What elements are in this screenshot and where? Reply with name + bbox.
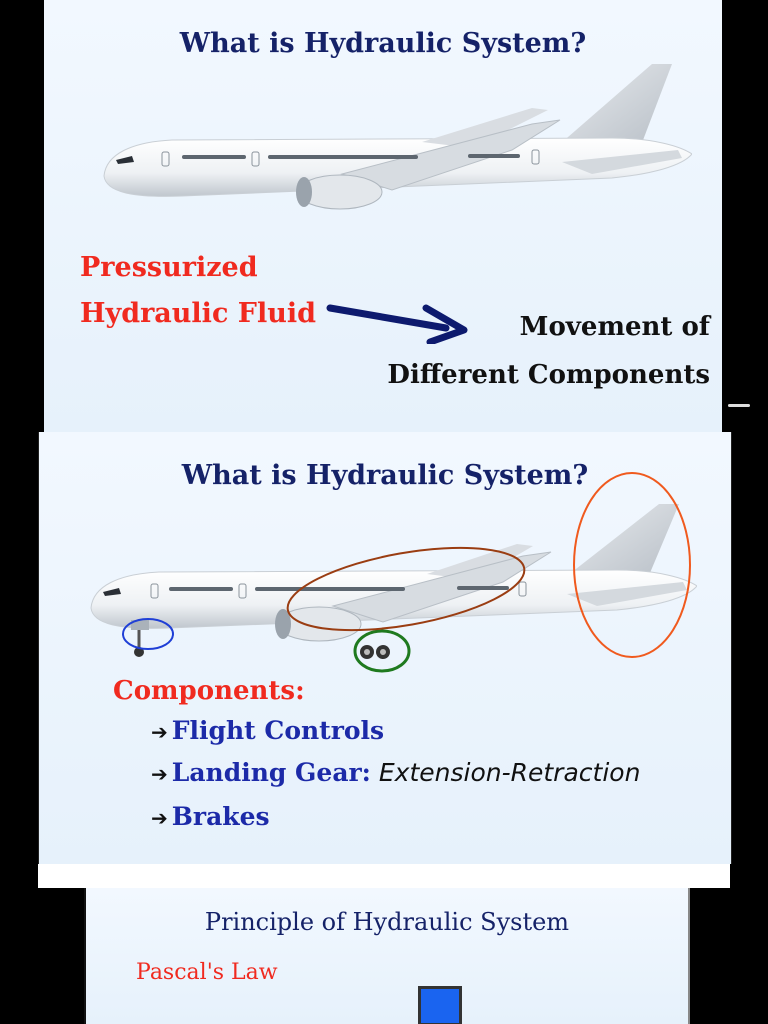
slide-title: What is Hydraulic System? bbox=[179, 28, 587, 59]
tail-highlight bbox=[573, 472, 691, 658]
input-label-line1: Pressurized bbox=[80, 252, 258, 283]
arrow-right-icon: ➔ bbox=[151, 762, 168, 786]
item-detail: Extension-Retraction bbox=[378, 758, 641, 787]
slide-separator bbox=[38, 864, 730, 888]
airplane-illustration bbox=[90, 504, 697, 659]
main-gear-highlight bbox=[353, 629, 411, 673]
piston-block bbox=[418, 986, 462, 1024]
output-label-line1: Movement of bbox=[519, 312, 710, 342]
arrow-right-icon: ➔ bbox=[151, 720, 168, 744]
slide-hydraulic-components: What is Hydraulic System? bbox=[38, 432, 732, 864]
components-heading: Components: bbox=[113, 676, 305, 706]
list-item: ➔Flight Controls bbox=[151, 716, 385, 745]
law-label: Pascal's Law bbox=[136, 960, 278, 985]
nose-gear-highlight bbox=[122, 618, 174, 650]
wing-highlight bbox=[286, 546, 526, 632]
airplane-illustration bbox=[103, 64, 692, 210]
slide-title: Principle of Hydraulic System bbox=[204, 908, 570, 936]
list-item: ➔Landing Gear: Extension-Retraction bbox=[151, 758, 641, 787]
slide-hydraulic-intro: What is Hydraulic System? bbox=[44, 0, 722, 432]
component-highlights bbox=[122, 472, 691, 673]
scroll-indicator bbox=[728, 404, 750, 407]
slide-title: What is Hydraulic System? bbox=[181, 460, 589, 491]
output-label-line2: Different Components bbox=[387, 360, 710, 390]
list-item: ➔Brakes bbox=[151, 802, 270, 831]
slide-hydraulic-principle: Principle of Hydraulic System Pascal's L… bbox=[84, 888, 690, 1024]
input-label-line2: Hydraulic Fluid bbox=[80, 298, 316, 329]
right-arrow-icon bbox=[326, 304, 468, 344]
arrow-right-icon: ➔ bbox=[151, 806, 168, 830]
